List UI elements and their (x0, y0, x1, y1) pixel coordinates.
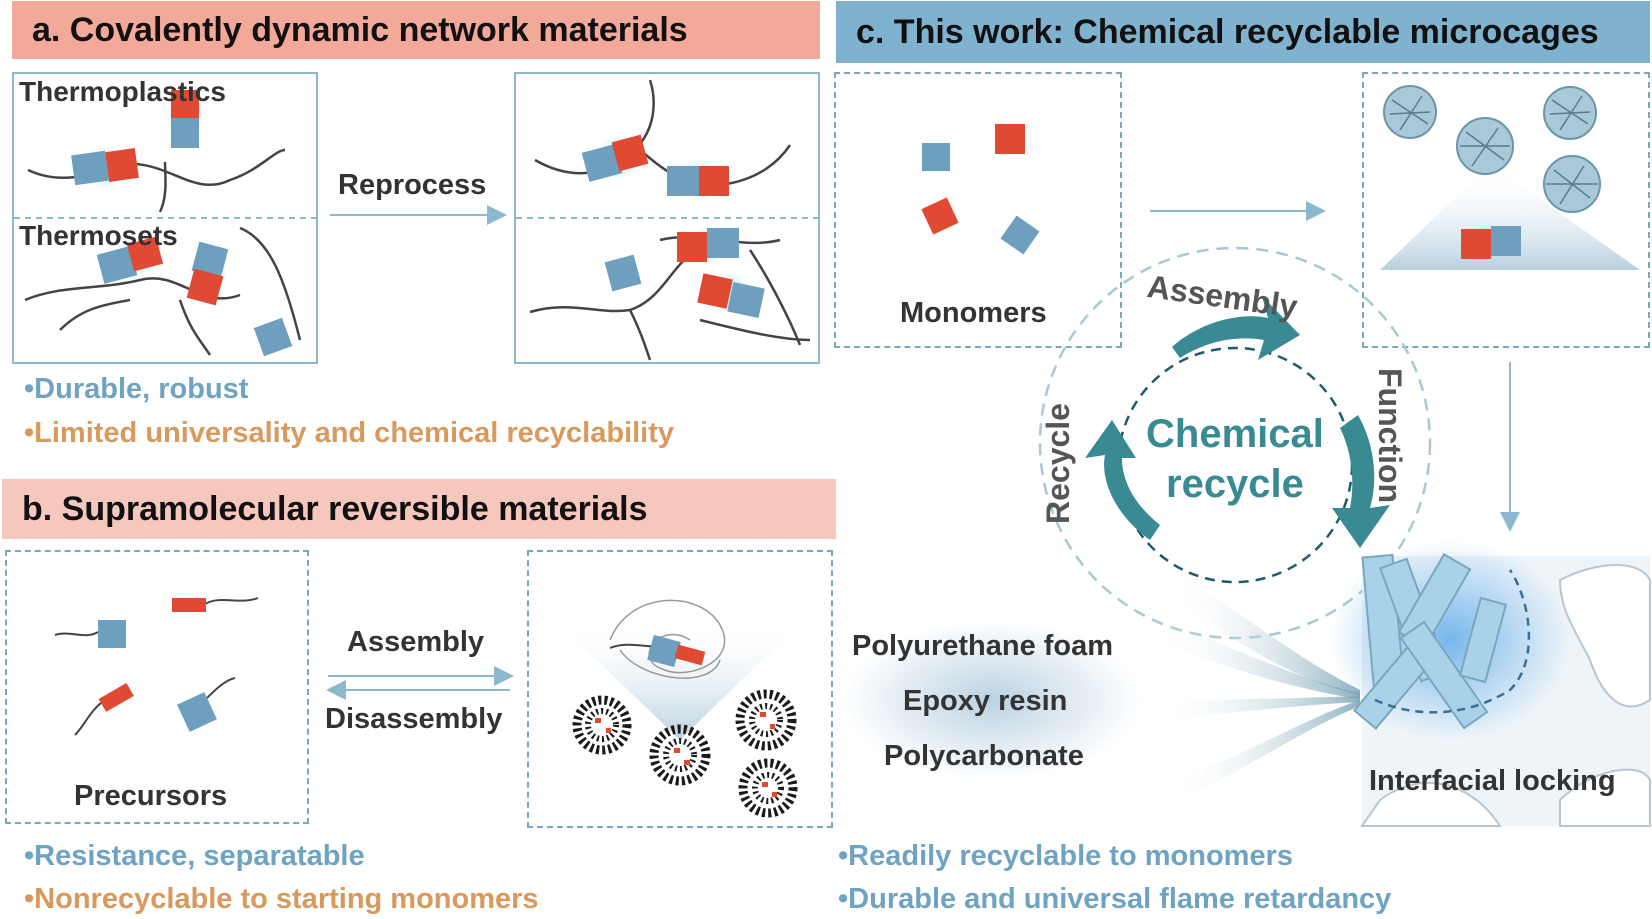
panel-a-bullet-1: •Durable, robust (24, 373, 249, 405)
thermoplastics-label: Thermoplastics (19, 76, 226, 107)
panel-c-title: c. This work: Chemical recyclable microc… (836, 1, 1650, 63)
microcage-box (1362, 72, 1650, 348)
panel-c-bullet-2: •Durable and universal flame retardancy (838, 883, 1392, 915)
cycle-step-recycle: Recycle (1040, 403, 1076, 524)
application-epoxy: Epoxy resin (903, 685, 1068, 717)
precursors-label: Precursors (74, 780, 228, 812)
panel-b-left-box (5, 550, 309, 824)
disassembly-label: Disassembly (325, 703, 503, 735)
application-polyurethane: Polyurethane foam (852, 630, 1114, 662)
thermosets-label: Thermosets (19, 220, 178, 251)
monomers-label: Monomers (900, 297, 1047, 329)
panel-a-title: a. Covalently dynamic network materials (12, 1, 820, 59)
panel-c-bullet-2-text: Durable and universal flame retardancy (848, 883, 1392, 915)
panel-a-left-box (12, 72, 318, 364)
monomers-box (834, 72, 1122, 348)
cycle-center-line-1: Chemical (1146, 412, 1324, 456)
panel-b-title: b. Supramolecular reversible materials (2, 479, 836, 539)
cycle-step-function: Function (1372, 368, 1408, 504)
panel-b-bullet-1-text: Resistance, separatable (34, 840, 365, 872)
panel-b-bullet-1: •Resistance, separatable (24, 840, 365, 872)
panel-b-bullet-2: •Nonrecyclable to starting monomers (24, 883, 539, 915)
panel-a-bullet-2-text: Limited universality and chemical recycl… (34, 417, 675, 449)
interfacial-locking-label: Interfacial locking (1369, 765, 1616, 797)
panel-a-bullet-1-text: Durable, robust (34, 373, 249, 405)
application-polycarbonate: Polycarbonate (884, 740, 1084, 772)
panel-a-bullet-2: •Limited universality and chemical recyc… (24, 417, 675, 449)
panel-b-right-box (527, 550, 833, 828)
panel-a-right-box (514, 72, 820, 364)
cycle-center-line-2: recycle (1166, 462, 1304, 506)
panel-b-bullet-2-text: Nonrecyclable to starting monomers (34, 883, 539, 915)
panel-c-bullet-1-text: Readily recyclable to monomers (848, 840, 1293, 872)
assembly-label: Assembly (347, 626, 485, 658)
reprocess-label: Reprocess (338, 169, 487, 201)
panel-c-bullet-1: •Readily recyclable to monomers (838, 840, 1293, 872)
